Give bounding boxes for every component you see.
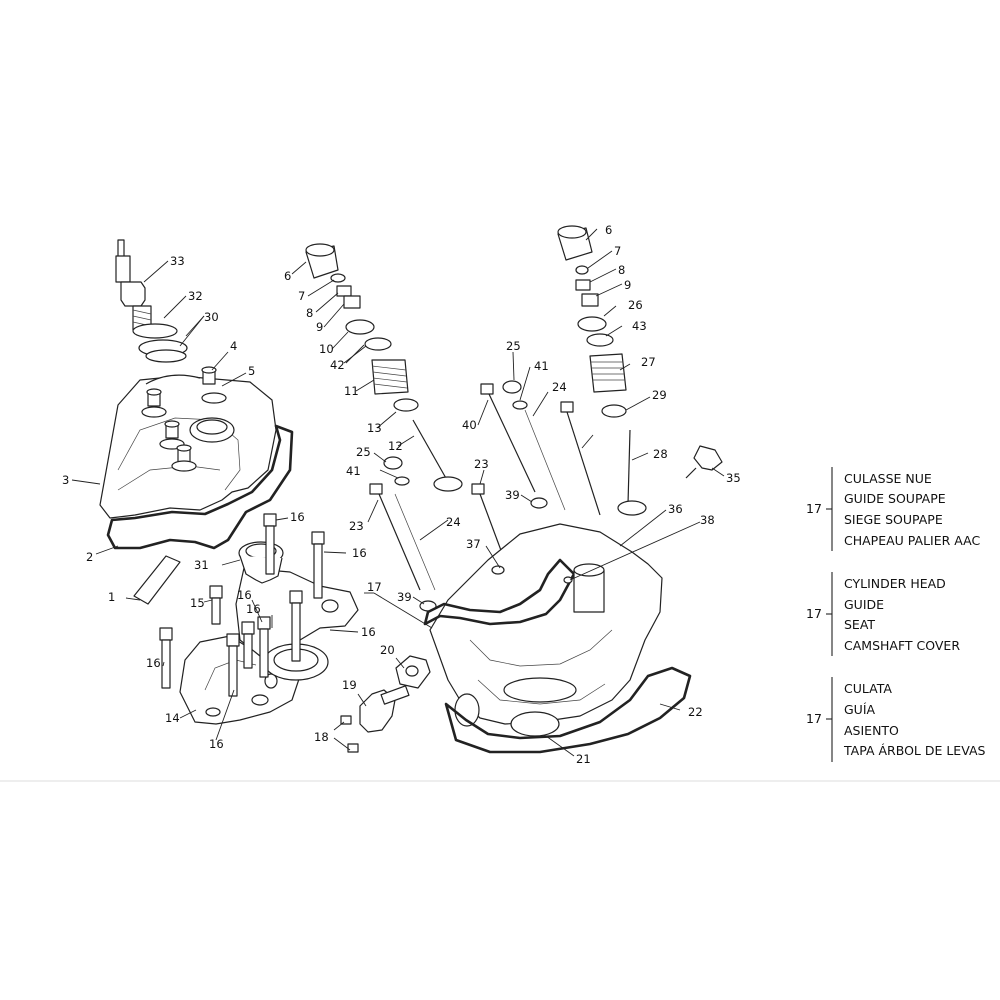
callout-5: 5 xyxy=(248,364,255,378)
callout-24b: 24 xyxy=(552,380,567,394)
cover-gasket xyxy=(106,424,294,550)
legend-fr-line-1: CULASSE NUE xyxy=(844,471,932,486)
callout-30: 30 xyxy=(204,310,219,324)
callout-18: 18 xyxy=(314,730,329,744)
head-gasket xyxy=(444,666,692,754)
left-valve-train xyxy=(305,243,463,612)
callout-7b: 7 xyxy=(614,244,621,258)
legend-spanish: 17 CULATA GUÍA ASIENTO TAPA ÁRBOL DE LEV… xyxy=(806,677,986,762)
callout-17: 17 xyxy=(367,580,382,594)
callout-27: 27 xyxy=(641,355,656,369)
callout-12: 12 xyxy=(388,439,403,453)
legend-english: 17 CYLINDER HEAD GUIDE SEAT CAMSHAFT COV… xyxy=(806,572,960,656)
callout-15: 15 xyxy=(190,596,205,610)
callout-6: 6 xyxy=(284,269,291,283)
callout-22: 22 xyxy=(688,705,703,719)
callout-1: 1 xyxy=(108,590,115,604)
callout-11: 11 xyxy=(344,384,359,398)
callout-41a: 41 xyxy=(346,464,361,478)
callout-10: 10 xyxy=(319,342,334,356)
legend-en-line-3: SEAT xyxy=(844,617,875,632)
callout-16b: 16 xyxy=(352,546,367,560)
callout-23a: 23 xyxy=(349,519,364,533)
callout-19: 19 xyxy=(342,678,357,692)
spark-plug xyxy=(115,239,152,331)
legend-en-line-2: GUIDE xyxy=(844,597,884,612)
callout-41b: 41 xyxy=(534,359,549,373)
callout-39a: 39 xyxy=(397,590,412,604)
callout-7: 7 xyxy=(298,289,305,303)
callout-42: 42 xyxy=(330,358,345,372)
legend-french: 17 CULASSE NUE GUIDE SOUPAPE SIEGE SOUPA… xyxy=(806,467,981,551)
legend-es-line-4: TAPA ÁRBOL DE LEVAS xyxy=(843,743,986,758)
callout-36: 36 xyxy=(668,502,683,516)
callout-35: 35 xyxy=(726,471,741,485)
callout-13: 13 xyxy=(367,421,382,435)
legend-ref-en: 17 xyxy=(806,606,822,621)
callout-33: 33 xyxy=(170,254,185,268)
callout-3: 3 xyxy=(62,473,69,487)
legend-en-line-1: CYLINDER HEAD xyxy=(844,576,946,591)
callout-24a: 24 xyxy=(446,515,461,529)
callout-32: 32 xyxy=(188,289,203,303)
callout-25b: 25 xyxy=(506,339,521,353)
callout-16a: 16 xyxy=(290,510,305,524)
callout-25a: 25 xyxy=(356,445,371,459)
callout-16g: 16 xyxy=(246,602,261,616)
legend-ref-es: 17 xyxy=(806,711,822,726)
callout-14: 14 xyxy=(165,711,180,725)
callout-39b: 39 xyxy=(505,488,520,502)
callout-28: 28 xyxy=(653,447,668,461)
legend-ref-fr: 17 xyxy=(806,501,822,516)
legend-es-line-2: GUÍA xyxy=(844,702,876,717)
legend-fr-line-3: SIEGE SOUPAPE xyxy=(844,512,943,527)
callout-26: 26 xyxy=(628,298,643,312)
right-valve-train xyxy=(557,225,647,516)
callout-21: 21 xyxy=(576,752,591,766)
legend-fr-line-4: CHAPEAU PALIER AAC xyxy=(844,533,981,548)
legend-en-line-4: CAMSHAFT COVER xyxy=(844,638,960,653)
part-drawings xyxy=(99,225,723,754)
legend-es-line-1: CULATA xyxy=(844,681,892,696)
callout-16c: 16 xyxy=(146,656,161,670)
callout-37: 37 xyxy=(466,537,481,551)
callout-8: 8 xyxy=(306,306,313,320)
legend-es-line-3: ASIENTO xyxy=(844,723,899,738)
callout-6b: 6 xyxy=(605,223,612,237)
callout-43: 43 xyxy=(632,319,647,333)
callout-31: 31 xyxy=(194,558,209,572)
callout-9: 9 xyxy=(316,320,323,334)
leader-lines xyxy=(71,228,725,757)
callout-40: 40 xyxy=(462,418,477,432)
legend-fr-line-2: GUIDE SOUPAPE xyxy=(844,491,946,506)
callout-20: 20 xyxy=(380,643,395,657)
callout-16f: 16 xyxy=(361,625,376,639)
callout-29: 29 xyxy=(652,388,667,402)
callout-16d: 16 xyxy=(209,737,224,751)
callout-labels: 1 2 3 4 5 6 7 8 9 10 11 12 13 14 15 16 1… xyxy=(62,223,741,766)
parts-legend: 17 CULASSE NUE GUIDE SOUPAPE SIEGE SOUPA… xyxy=(806,467,986,762)
callout-4: 4 xyxy=(230,339,237,353)
callout-16e: 16 xyxy=(237,588,252,602)
callout-8b: 8 xyxy=(618,263,625,277)
callout-38: 38 xyxy=(700,513,715,527)
callout-23b: 23 xyxy=(474,457,489,471)
callout-9b: 9 xyxy=(624,278,631,292)
callout-2: 2 xyxy=(86,550,93,564)
